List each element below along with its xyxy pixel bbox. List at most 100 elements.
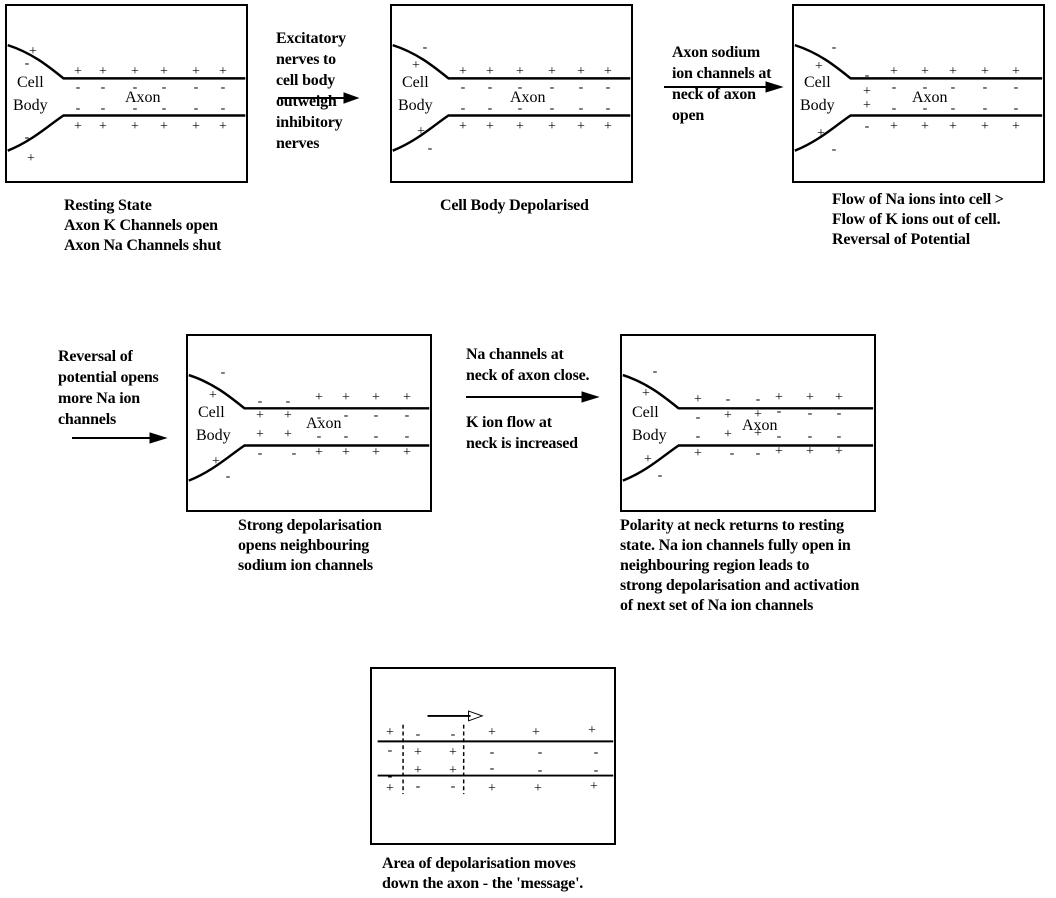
caption-message-propagation: Area of depolarisation moves down the ax… — [382, 855, 584, 892]
right-arrow-icon — [466, 391, 600, 403]
charge-sign: + — [863, 84, 871, 99]
charge-sign: - — [387, 769, 393, 784]
charge-sign: - — [257, 394, 263, 409]
neuron-outline — [794, 43, 1043, 152]
charge-sign: + — [131, 119, 139, 134]
charge-sign: - — [450, 727, 456, 742]
note-k-ion-flow: K ion flow at neck is increased — [466, 414, 578, 452]
charge-sign: - — [75, 101, 81, 116]
charge-sign: - — [537, 745, 543, 760]
charge-sign: + — [532, 725, 540, 740]
charge-sign: + — [981, 119, 989, 134]
charge-sign: + — [284, 427, 292, 442]
charge-sign: + — [604, 119, 612, 134]
charge-sign: + — [775, 390, 783, 405]
charge-sign: - — [605, 80, 611, 95]
neuron-outline — [188, 373, 430, 482]
charge-sign: - — [776, 429, 782, 444]
charge-sign: + — [775, 444, 783, 459]
charge-sign: - — [415, 779, 421, 794]
charge-sign: + — [99, 119, 107, 134]
charge-sign: - — [755, 392, 761, 407]
charge-sign: - — [100, 80, 106, 95]
charge-sign: - — [864, 68, 870, 83]
charge-sign: - — [922, 101, 928, 116]
charge-sign: - — [193, 80, 199, 95]
charge-sign: - — [220, 101, 226, 116]
charge-sign: + — [342, 390, 350, 405]
charge-sign: - — [807, 429, 813, 444]
charge-sign: - — [373, 429, 379, 444]
body-label: Body — [800, 97, 835, 114]
charge-sign: - — [549, 80, 555, 95]
charge-sign: - — [657, 468, 663, 483]
charge-sign: - — [404, 429, 410, 444]
charge-sign: + — [74, 64, 82, 79]
charge-sign: + — [449, 763, 457, 778]
panel-polarity-returns: Cell Body Axon - + + - - + + + - + + - -… — [620, 334, 876, 512]
charge-sign: + — [724, 408, 732, 423]
charge-sign: + — [588, 723, 596, 738]
cell-label: Cell — [402, 74, 429, 91]
charge-sign: + — [694, 446, 702, 461]
charge-sign: - — [132, 80, 138, 95]
charge-sign: + — [817, 126, 825, 141]
charge-sign: - — [387, 743, 393, 758]
charge-sign: - — [950, 101, 956, 116]
note-na-channels-close: Na channels at neck of axon close. — [466, 346, 590, 384]
right-arrow-icon — [278, 92, 360, 104]
charge-sign: + — [219, 119, 227, 134]
charge-sign: - — [864, 119, 870, 134]
charge-sign: - — [75, 80, 81, 95]
charge-sign: + — [921, 119, 929, 134]
charge-sign: + — [284, 408, 292, 423]
charge-sign: + — [372, 445, 380, 460]
charge-sign: - — [404, 408, 410, 423]
charge-sign: - — [605, 101, 611, 116]
charge-sign: - — [161, 101, 167, 116]
charge-sign: - — [100, 101, 106, 116]
body-label: Body — [196, 427, 231, 444]
charge-sign: + — [815, 59, 823, 74]
neuron-outline — [392, 43, 631, 152]
charge-sign: + — [754, 407, 762, 422]
note-reversal-opens: Reversal of potential opens more Na ion … — [58, 348, 159, 428]
charge-sign: - — [807, 406, 813, 421]
charge-sign: + — [890, 119, 898, 134]
charge-sign: - — [291, 446, 297, 461]
axon-outline — [377, 710, 614, 795]
charge-sign: + — [486, 119, 494, 134]
charge-sign: + — [1012, 64, 1020, 79]
charge-sign: - — [24, 56, 30, 71]
axon-label: Axon — [742, 417, 778, 434]
charge-sign: - — [593, 763, 599, 778]
charge-sign: + — [642, 386, 650, 401]
charge-sign: + — [534, 781, 542, 796]
charge-sign: + — [209, 388, 217, 403]
charge-sign: - — [1013, 80, 1019, 95]
charge-sign: + — [192, 64, 200, 79]
charge-sign: + — [131, 64, 139, 79]
right-arrow-icon — [72, 432, 168, 444]
charge-sign: - — [489, 761, 495, 776]
charge-sign: + — [403, 445, 411, 460]
charge-sign: + — [403, 390, 411, 405]
charge-sign: - — [257, 446, 263, 461]
charge-sign: + — [516, 119, 524, 134]
charge-sign: - — [460, 80, 466, 95]
charge-sign: + — [27, 151, 35, 166]
charge-sign: + — [372, 390, 380, 405]
panel-resting-state: Cell Body Axon + - + + + + + + - - - - -… — [5, 4, 248, 183]
charge-sign: - — [695, 429, 701, 444]
charge-sign: - — [316, 429, 322, 444]
cell-label: Cell — [632, 404, 659, 421]
charge-sign: + — [212, 454, 220, 469]
charge-sign: + — [488, 725, 496, 740]
charge-sign: + — [315, 390, 323, 405]
charge-sign: + — [835, 390, 843, 405]
body-label: Body — [13, 97, 48, 114]
charge-sign: - — [831, 40, 837, 55]
body-label: Body — [632, 427, 667, 444]
right-arrow-icon — [664, 81, 784, 93]
charge-sign: + — [694, 392, 702, 407]
